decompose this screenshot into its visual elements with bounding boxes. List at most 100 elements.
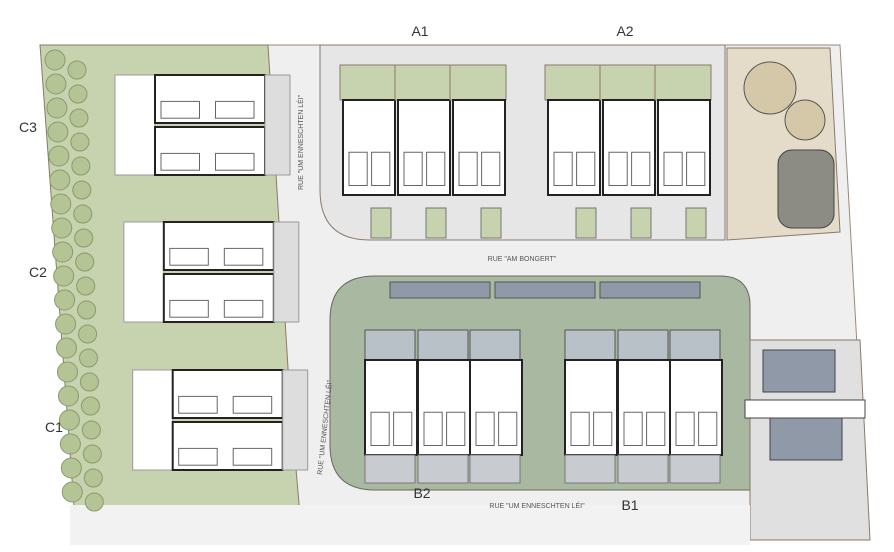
tree-icon xyxy=(56,337,78,359)
bathroom xyxy=(576,151,596,186)
bathroom xyxy=(646,411,666,446)
tree-icon xyxy=(55,313,77,335)
bathroom xyxy=(553,151,573,186)
tree-icon xyxy=(61,481,83,503)
tree-icon xyxy=(84,492,104,512)
roof-window xyxy=(617,329,669,361)
block-label-b2: B2 xyxy=(413,485,430,501)
bathroom xyxy=(623,411,643,446)
solar-panel-field xyxy=(769,417,843,461)
bathroom xyxy=(215,152,255,171)
bathroom xyxy=(663,151,683,186)
tree-icon xyxy=(81,420,101,440)
tree-icon xyxy=(67,60,87,80)
carport xyxy=(282,369,309,471)
patio xyxy=(417,454,469,484)
bathroom xyxy=(403,151,423,186)
block-label-b1: B1 xyxy=(621,497,638,513)
street-label-am-bongert: RUE "AM BONGERT" xyxy=(488,256,557,263)
tree-icon xyxy=(45,73,67,95)
tree-icon xyxy=(72,180,92,200)
roof-window xyxy=(417,329,469,361)
bathroom xyxy=(223,247,264,266)
tree-icon xyxy=(78,324,98,344)
bathroom xyxy=(698,411,718,446)
driveway xyxy=(370,207,392,239)
street-label-enneschten-lei-north: RUE "UM ENNESCHTEN LÉI" xyxy=(296,94,305,190)
garden xyxy=(654,64,712,101)
block-label-c3: C3 xyxy=(19,119,37,135)
patio xyxy=(469,454,521,484)
bathroom xyxy=(498,411,518,446)
bathroom xyxy=(481,151,501,186)
block-label-a1: A1 xyxy=(411,23,428,39)
carport xyxy=(273,221,300,323)
bathroom xyxy=(686,151,706,186)
trees xyxy=(44,49,104,512)
playground-pad xyxy=(777,149,835,229)
tree-icon xyxy=(48,145,70,167)
bathroom xyxy=(232,395,273,414)
bathroom xyxy=(160,152,200,171)
bathroom xyxy=(458,151,478,186)
driveway xyxy=(630,207,652,239)
tree-icon xyxy=(80,396,100,416)
roof-window xyxy=(364,329,416,361)
bathroom xyxy=(232,447,273,466)
bathroom xyxy=(446,411,466,446)
bathroom xyxy=(593,411,613,446)
bathroom xyxy=(215,100,255,119)
tree-icon xyxy=(53,265,75,287)
roof-window xyxy=(669,329,721,361)
driveway xyxy=(425,207,447,239)
carport xyxy=(264,74,291,176)
terrace xyxy=(123,221,165,323)
solar-panel xyxy=(599,281,701,299)
bathroom xyxy=(570,411,590,446)
tree-icon xyxy=(71,156,91,176)
bathroom xyxy=(223,299,264,318)
tree-icon xyxy=(47,121,69,143)
patio xyxy=(564,454,616,484)
garden xyxy=(394,64,452,101)
tree-icon xyxy=(76,276,96,296)
street-label-enneschten-lei-south: RUE "UM ENNESCHTEN LÉI" xyxy=(489,501,585,510)
tree-icon xyxy=(73,204,93,224)
bathroom xyxy=(370,411,390,446)
bathroom xyxy=(348,151,368,186)
bathroom xyxy=(631,151,651,186)
patio xyxy=(617,454,669,484)
tree-icon xyxy=(44,49,66,71)
terrace xyxy=(132,369,174,471)
garden xyxy=(339,64,397,101)
tree-icon xyxy=(68,84,88,104)
tree-icon xyxy=(75,252,95,272)
playground-mound xyxy=(784,99,826,141)
tree-icon xyxy=(83,468,103,488)
bathroom xyxy=(160,100,200,119)
tree-icon xyxy=(69,108,89,128)
garden xyxy=(544,64,602,101)
tree-icon xyxy=(49,169,71,191)
houses xyxy=(114,64,723,484)
bathroom xyxy=(475,411,495,446)
driveway xyxy=(685,207,707,239)
driveway xyxy=(575,207,597,239)
tree-icon xyxy=(57,385,79,407)
tree-icon xyxy=(60,457,82,479)
tree-icon xyxy=(58,409,80,431)
playground-mound xyxy=(743,61,797,115)
block-label-c2: C2 xyxy=(29,264,47,280)
tree-icon xyxy=(56,361,78,383)
bathroom xyxy=(675,411,695,446)
bathroom xyxy=(371,151,391,186)
bathroom xyxy=(178,447,218,466)
tree-icon xyxy=(51,217,73,239)
roof-window xyxy=(564,329,616,361)
bathroom xyxy=(608,151,628,186)
tree-icon xyxy=(59,433,81,455)
bathroom xyxy=(169,299,209,318)
garden xyxy=(449,64,507,101)
bridge xyxy=(744,399,866,419)
